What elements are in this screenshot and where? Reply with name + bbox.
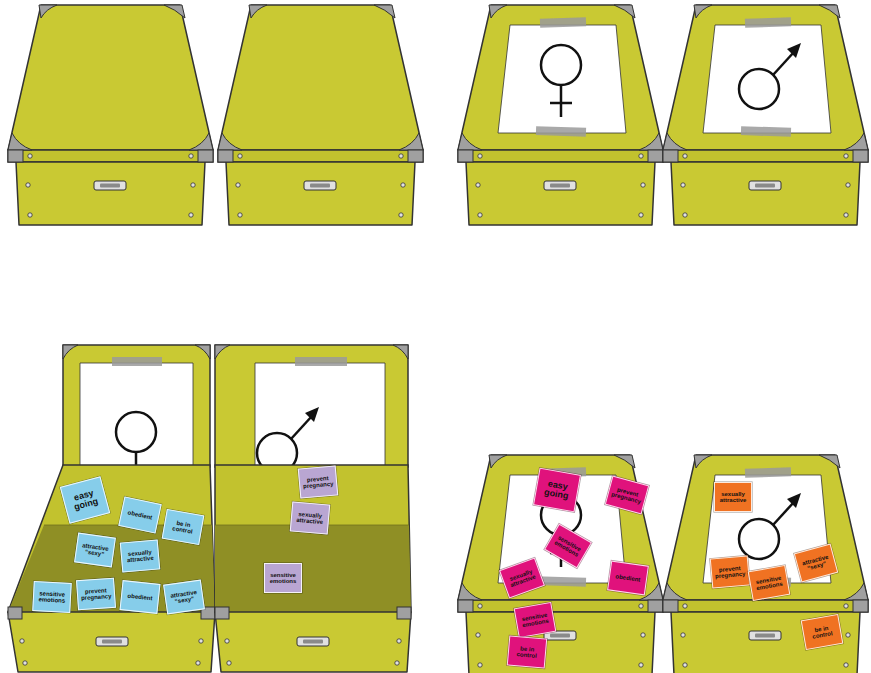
sticky-note: sensitive emotions [264,563,302,593]
paper-sheet [498,17,626,137]
note-text: be in control [805,623,839,641]
sticky-note: prevent pregnancy [710,555,750,588]
note-text: easy going [538,478,577,503]
closed-box [663,5,868,225]
sticky-note: sensitive emotions [32,581,72,613]
box-lid [215,345,408,467]
sticky-note: sexually attractive [714,482,752,512]
note-text: sensitive emotions [551,533,585,560]
note-text: prevent pregnancy [302,474,335,489]
note-text: prevent pregnancy [610,485,644,505]
note-text: sensitive emotions [752,574,786,592]
note-text: sexually attractive [124,548,157,563]
paper-sheet [255,363,385,467]
note-text: attractive “sexy” [78,542,111,559]
sticky-note: sexually attractive [499,557,545,598]
note-text: sexually attractive [294,510,327,525]
note-text: sensitive emotions [36,590,69,604]
note-text: prevent pregnancy [714,564,747,579]
sticky-note: sexually attractive [120,539,160,572]
sticky-note: obedient [607,561,649,596]
closed-box [218,5,423,225]
box-floor [215,525,411,612]
open-male-box [215,345,411,672]
male-symbol [739,43,801,109]
note-text: be in control [511,644,544,659]
sticky-note: easy going [60,476,110,524]
paper-sheet [703,17,831,137]
sticky-note: be in control [162,509,205,545]
female-symbol [541,45,581,117]
sticky-note: prevent pregnancy [605,476,649,515]
sticky-note: sensitive emotions [544,524,592,569]
note-text: sexually attractive [717,491,749,504]
note-text: sensitive emotions [518,611,552,629]
box-interior [8,465,215,612]
box-interior [215,465,411,612]
female-box [458,455,663,673]
note-text: obedient [615,573,641,583]
male-box [663,455,868,673]
box-front [215,612,411,672]
sticky-note: obedient [120,580,161,614]
sticky-note: prevent pregnancy [76,578,116,611]
sticky-note: obedient [118,496,161,533]
sticky-note: attractive “sexy” [74,533,116,568]
note-text: sensitive emotions [267,572,299,585]
note-text: easy going [65,486,105,514]
closed-box [458,5,663,225]
note-text: attractive “sexy” [167,589,200,606]
female-symbol [116,412,156,452]
note-text: attractive “sexy” [799,553,833,573]
sticky-note: be in control [801,614,844,650]
male-box [663,5,868,225]
closed-box [663,455,868,673]
note-text: sexually attractive [505,567,539,590]
open-female-box [8,345,215,672]
sticky-note: sexually attractive [290,501,330,534]
sticky-note: attractive “sexy” [794,544,838,583]
female-box [458,5,663,225]
closed-box [458,455,663,673]
note-text: obedient [127,509,153,520]
sticky-note: sensitive emotions [514,602,557,638]
box-lid [63,345,210,467]
sticky-note: be in control [507,635,547,668]
paper-sheet [80,363,193,467]
sticky-note: prevent pregnancy [298,465,338,498]
box-front [8,612,215,672]
note-text: obedient [127,593,153,602]
sticky-note: sensitive emotions [748,565,791,601]
note-text: prevent pregnancy [80,587,113,602]
note-text: be in control [166,518,200,536]
closed-box [8,5,213,225]
sticky-note: attractive “sexy” [163,580,205,615]
sticky-note: easy going [533,468,581,513]
